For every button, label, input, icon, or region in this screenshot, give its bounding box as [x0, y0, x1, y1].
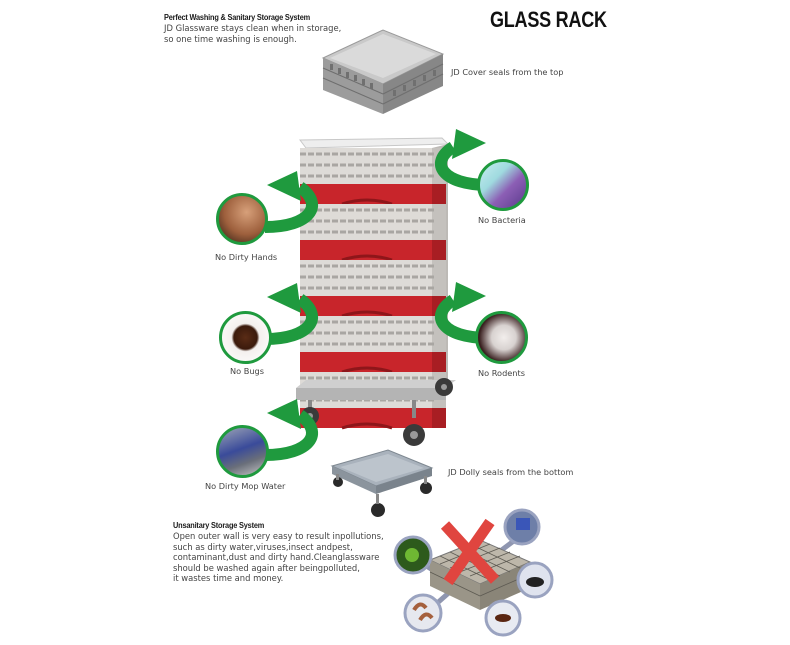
rack-red-band [300, 240, 434, 260]
benefit-label: No Rodents [478, 368, 525, 378]
arrow-icon [264, 171, 318, 233]
dirty-hands-icon [216, 193, 268, 245]
benefit-label: No Dirty Mop Water [205, 481, 286, 491]
rack-red-band [300, 352, 434, 372]
hands-icon [403, 593, 443, 633]
arrow-icon [264, 399, 318, 461]
bacteria-icon [477, 159, 529, 211]
unsanitary-line: such as dirty water,viruses,insect andpe… [173, 541, 353, 552]
contamination-diagram [393, 508, 554, 637]
unsanitary-title: Unsanitary Storage System [173, 521, 265, 530]
arrow-icon [435, 282, 489, 344]
section-title: Perfect Washing & Sanitary Storage Syste… [164, 13, 310, 22]
intro-text: JD Glassware stays clean when in storage… [164, 23, 341, 44]
benefit-label: No Dirty Hands [215, 252, 278, 262]
cockroach-icon [219, 311, 272, 364]
benefit-label: No Bacteria [478, 215, 526, 225]
unsanitary-line: it wastes time and money. [173, 573, 284, 583]
unsanitary-line: Open outer wall is very easy to result i… [173, 531, 384, 541]
rodent-icon [475, 311, 528, 364]
product-title: GLASS RACK [490, 7, 607, 32]
arrow-icon [435, 129, 489, 191]
cover-caption: JD Cover seals from the top [451, 67, 564, 77]
dolly-caption: JD Dolly seals from the bottom [448, 467, 574, 477]
rack-red-band [300, 408, 434, 428]
dolly-image [330, 449, 434, 517]
arrow-icon [264, 283, 318, 345]
mop-bucket-icon [216, 425, 269, 478]
unsanitary-text: Open outer wall is very easy to result i… [173, 531, 384, 584]
rack-red-band [300, 184, 434, 204]
rack-stack-image [296, 137, 456, 446]
benefit-label: No Bugs [230, 366, 265, 376]
unsanitary-line: should be washed again after beingpollut… [173, 562, 360, 573]
intro-line: JD Glassware stays clean when in storage… [164, 23, 342, 33]
rack-red-band [300, 296, 434, 316]
intro-line: so one time washing is enough. [164, 33, 297, 44]
unsanitary-line: contaminant,dust and dirty hand.Cleangla… [173, 552, 380, 562]
covered-rack-image [321, 29, 445, 114]
